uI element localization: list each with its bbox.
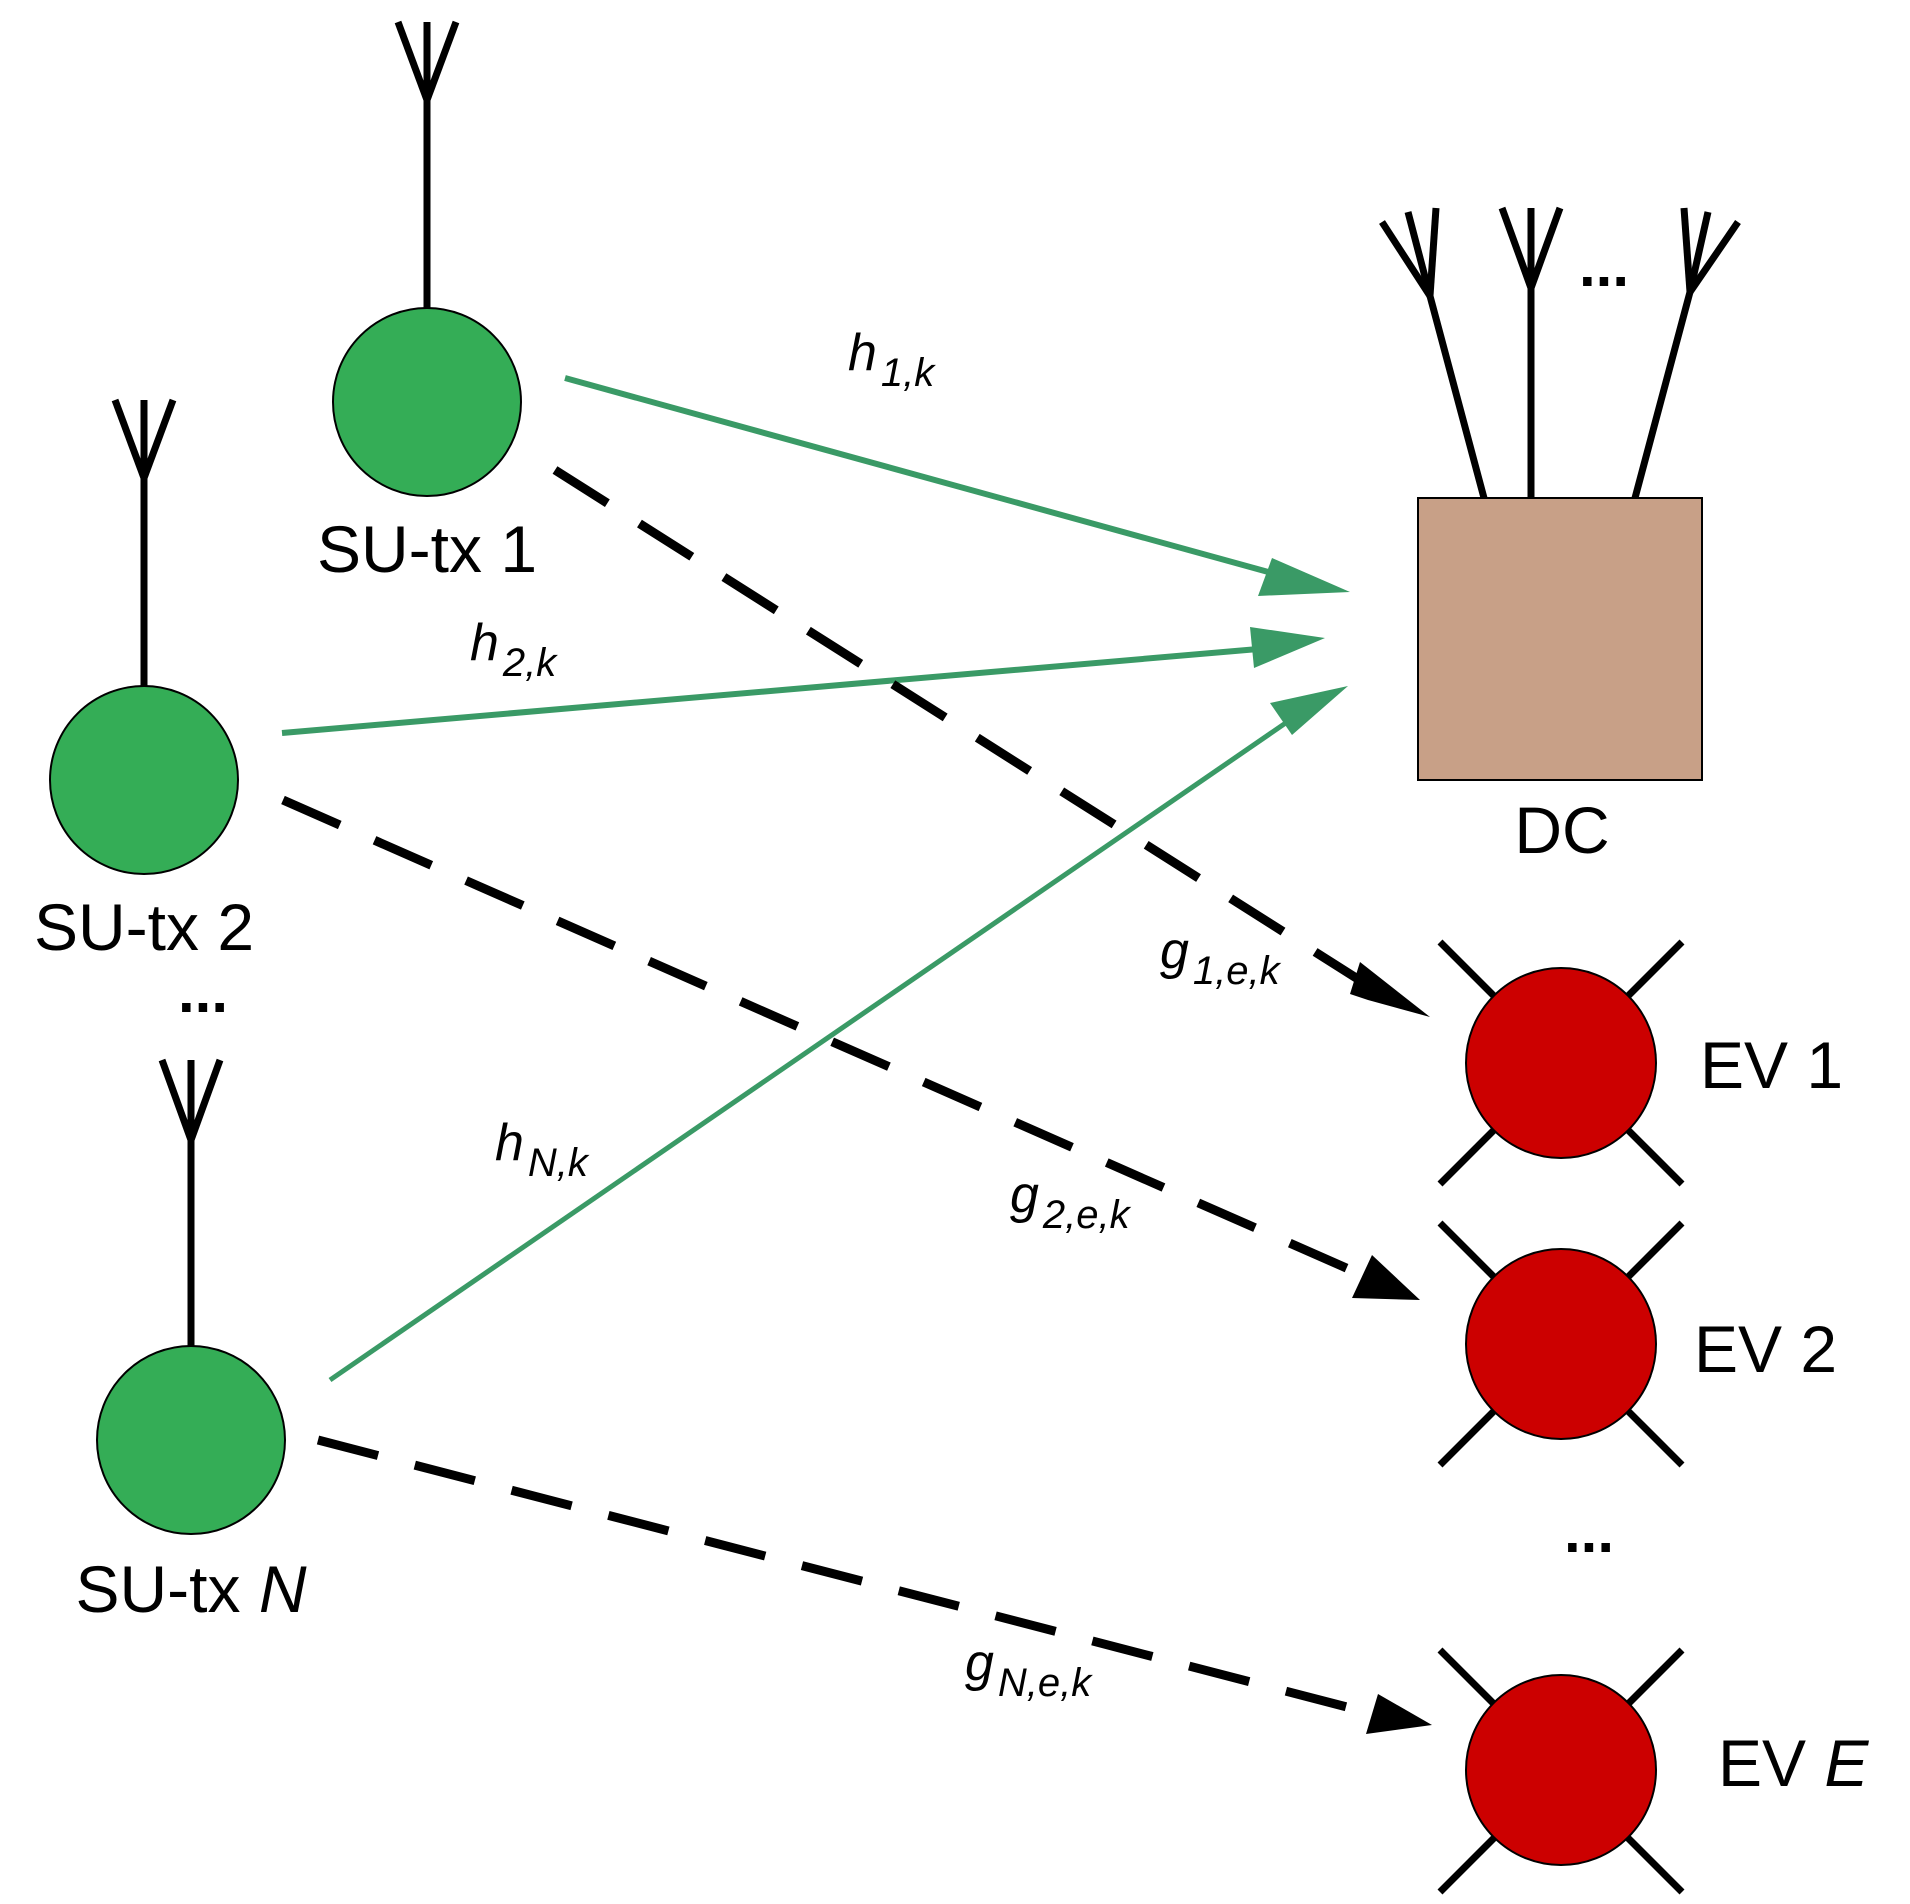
su-tx-2-label: SU-tx 2	[34, 890, 254, 964]
link-g2ek	[281, 795, 1362, 1279]
antenna-icon	[111, 398, 177, 688]
eavesdropping-links	[281, 466, 1432, 1734]
ev-2-node	[1465, 1248, 1657, 1440]
antenna-icon	[394, 20, 460, 310]
ev-2-label: EV 2	[1694, 1312, 1837, 1386]
dc-antenna-ellipsis: ...	[1579, 232, 1629, 299]
dc-label: DC	[1514, 793, 1609, 867]
ev-ellipsis: ...	[1564, 1498, 1614, 1565]
link-h2k	[281, 645, 1271, 736]
su-tx-2-node	[49, 685, 239, 875]
legitimate-links	[281, 375, 1350, 1383]
antenna-icon	[158, 1058, 224, 1348]
ev-e-label: EV E	[1718, 1726, 1869, 1800]
ev-1-label: EV 1	[1700, 1028, 1843, 1102]
link-hNk-arrowhead	[1270, 686, 1348, 735]
link-gNek	[316, 1435, 1372, 1718]
su-tx-1-node	[332, 307, 522, 497]
su-tx-1: SU-tx 1	[317, 20, 537, 586]
link-hNk	[328, 717, 1292, 1383]
ev-e-node	[1465, 1674, 1657, 1866]
dc-box	[1417, 497, 1703, 781]
su-tx-n-node	[96, 1345, 286, 1535]
su-ellipsis: ...	[178, 958, 228, 1025]
link-h1k	[564, 375, 1291, 581]
ev-1-node	[1465, 967, 1657, 1159]
dc: ... DC	[1379, 206, 1741, 867]
link-g1ek	[552, 466, 1375, 992]
link-gNek-arrowhead	[1366, 1694, 1432, 1734]
multi-antenna-icon	[1379, 206, 1741, 499]
ev-e: EV E	[1437, 1647, 1869, 1895]
ev-1: EV 1	[1437, 939, 1843, 1187]
link-g1ek-arrowhead	[1350, 962, 1430, 1017]
su-tx-2: SU-tx 2	[34, 398, 254, 964]
ev-2: EV 2	[1437, 1220, 1837, 1468]
link-h2k-arrowhead	[1250, 627, 1325, 668]
su-tx-1-label: SU-tx 1	[317, 512, 537, 586]
link-g2ek-arrowhead	[1352, 1255, 1420, 1300]
su-tx-n: SU-tx N	[75, 1058, 307, 1626]
su-tx-n-label: SU-tx N	[75, 1552, 306, 1626]
link-h1k-arrowhead	[1258, 558, 1350, 596]
